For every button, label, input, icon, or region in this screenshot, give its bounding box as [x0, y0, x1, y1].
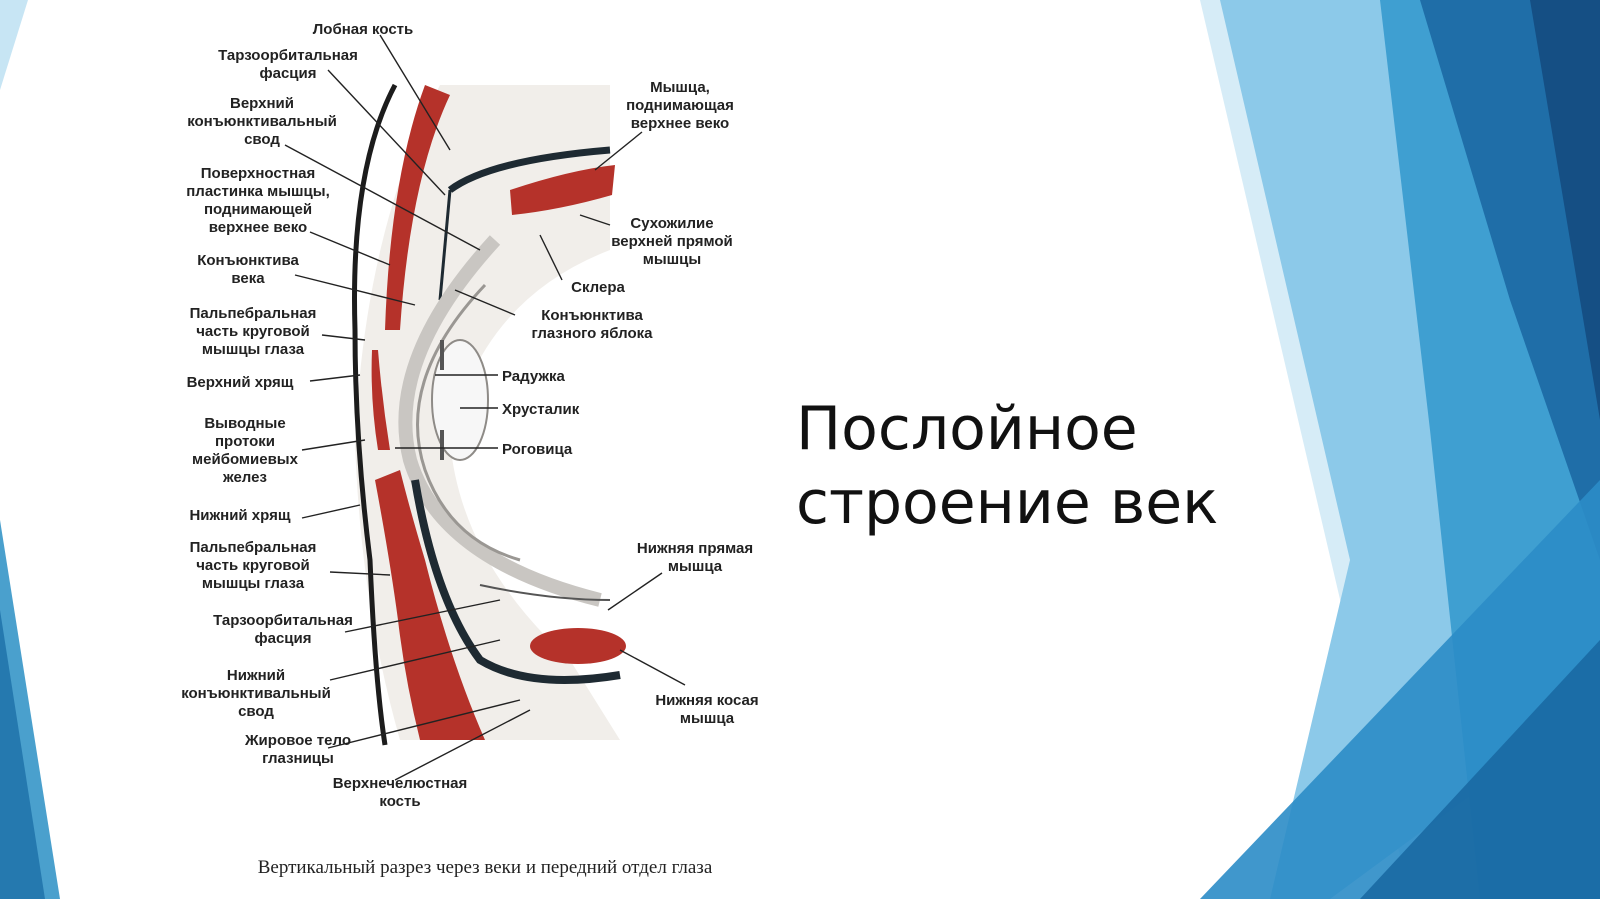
label-inf-rectus-1: Нижняя прямая: [637, 540, 753, 557]
label-inf-oblique-2: мышца: [680, 710, 735, 727]
label-lower-fornix-3: свод: [238, 703, 274, 720]
label-tarso-fascia-lower-2: фасция: [254, 630, 311, 647]
label-palp-upper-1: Пальпебральная: [190, 305, 317, 322]
label-sclera: Склера: [571, 279, 625, 296]
label-levator-1: Мышца,: [650, 79, 710, 96]
diagram-labels: Лобная кость Тарзоорбитальная фасция Вер…: [181, 21, 758, 810]
left-decoration: [0, 0, 60, 899]
label-lower-tarsus: Нижний хрящ: [189, 507, 290, 524]
label-upper-fornix-3: свод: [244, 131, 280, 148]
label-palp-lower-3: мышцы глаза: [202, 575, 305, 592]
label-fat-2: глазницы: [262, 750, 334, 767]
label-ducts-3: мейбомиевых: [192, 451, 299, 468]
label-ducts-1: Выводные: [204, 415, 285, 432]
label-upper-tarsus: Верхний хрящ: [187, 374, 294, 391]
label-ducts-2: протоки: [215, 433, 275, 450]
label-superficial-2: пластинка мышцы,: [186, 183, 330, 200]
eyelid-section-diagram: Лобная кость Тарзоорбитальная фасция Вер…: [181, 21, 758, 878]
label-tendon-1: Сухожилие: [630, 215, 713, 232]
label-levator-3: верхнее веко: [631, 115, 729, 132]
label-levator-2: поднимающая: [626, 97, 734, 114]
label-palp-lower-2: часть круговой: [196, 557, 310, 574]
label-cornea: Роговица: [502, 441, 573, 458]
label-maxilla-2: кость: [379, 793, 420, 810]
label-palp-upper-3: мышцы глаза: [202, 341, 305, 358]
label-inf-oblique-1: Нижняя косая: [655, 692, 758, 709]
label-upper-fornix-2: конъюнктивальный: [187, 113, 337, 130]
eyelid-illustration: [352, 83, 626, 746]
label-inf-rectus-2: мышца: [668, 558, 723, 575]
label-superficial-3: поднимающей: [204, 201, 312, 218]
label-lid-conj-1: Конъюнктива: [197, 252, 299, 269]
label-tarso-fascia-upper-2: фасция: [259, 65, 316, 82]
label-iris: Радужка: [502, 368, 566, 385]
label-maxilla-1: Верхнечелюстная: [333, 775, 468, 792]
label-palp-upper-2: часть круговой: [196, 323, 310, 340]
label-tarso-fascia-upper-1: Тарзоорбитальная: [218, 47, 358, 64]
label-tarso-fascia-lower-1: Тарзоорбитальная: [213, 612, 353, 629]
label-fat-1: Жировое тело: [244, 732, 351, 749]
label-palp-lower-1: Пальпебральная: [190, 539, 317, 556]
label-superficial-1: Поверхностная: [201, 165, 316, 182]
label-tendon-2: верхней прямой: [611, 233, 733, 250]
label-lower-fornix-1: Нижний: [227, 667, 285, 684]
leader-lines: [284, 34, 686, 781]
figure-caption: Вертикальный разрез через веки и передни…: [258, 857, 713, 878]
slide-title: Послойное строение век: [796, 394, 1219, 538]
right-decoration: [1200, 0, 1600, 899]
label-ducts-4: желез: [222, 469, 267, 486]
label-lid-conj-2: века: [231, 270, 265, 287]
label-upper-fornix-1: Верхний: [230, 95, 294, 112]
label-frontal-bone: Лобная кость: [313, 21, 413, 38]
label-superficial-4: верхнее веко: [209, 219, 307, 236]
label-lower-fornix-2: конъюнктивальный: [181, 685, 331, 702]
label-tendon-3: мышцы: [643, 251, 701, 268]
label-bulbar-conj-2: глазного яблока: [532, 325, 654, 342]
label-bulbar-conj-1: Конъюнктива: [541, 307, 643, 324]
label-lens: Хрусталик: [502, 401, 580, 418]
